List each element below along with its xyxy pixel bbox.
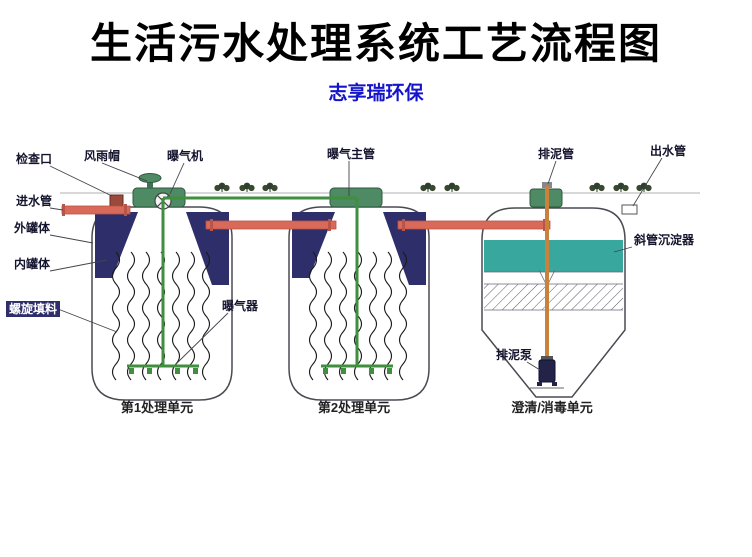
plant-icon — [238, 182, 256, 193]
air-diffuser — [369, 368, 374, 374]
sludge-pump-body — [538, 359, 556, 383]
tank-2 — [288, 206, 430, 401]
pipe-flange — [62, 204, 65, 216]
settler-leader — [613, 246, 633, 253]
air-diffuser — [193, 368, 198, 374]
pipe-flange — [543, 219, 546, 231]
brand-subtitle: 志享瑞环保 — [328, 83, 424, 105]
label-unit-1: 第1处理单元 — [121, 400, 193, 415]
pump-flange — [541, 356, 553, 362]
air-diffuser — [175, 368, 180, 374]
leader-lines — [49, 157, 663, 371]
tank-2-inner-wall-right — [383, 212, 426, 285]
tank-1-inner-wall-left — [95, 212, 138, 278]
tank-1-inner-wall-right — [186, 212, 229, 285]
rain-cap-leader — [101, 162, 148, 182]
water-pipes — [61, 204, 551, 231]
aerator-leader — [169, 162, 185, 195]
label-rain-cap: 风雨帽 — [84, 148, 120, 163]
tank-3 — [481, 204, 638, 398]
label-unit-2: 第2处理单元 — [318, 400, 390, 415]
process-diagram: 检查口 风雨帽 曝气机 曝气主管 排泥管 出水管 进水管 外罐体 内罐体 螺旋填… — [6, 143, 700, 415]
plants — [213, 182, 653, 193]
label-sludge-pump: 排泥泵 — [496, 347, 532, 362]
pipe-flange — [210, 219, 213, 231]
label-inlet-pipe: 进水管 — [16, 193, 52, 208]
label-air-diffuser: 曝气器 — [222, 298, 259, 313]
pump-foot — [552, 382, 557, 386]
label-inspection-port: 检查口 — [16, 151, 52, 166]
air-diffuser — [387, 368, 392, 374]
label-spiral-packing: 螺旋填料 — [9, 301, 57, 316]
sludge-system — [530, 182, 564, 389]
aeration-pipes — [127, 196, 393, 374]
transfer-pipe-1 — [205, 220, 337, 230]
plant-icon — [261, 182, 279, 193]
inclined-tube-settler-band — [484, 284, 623, 310]
page-title: 生活污水处理系统工艺流程图 — [89, 22, 662, 68]
sludge-pipe-leader — [547, 160, 557, 185]
settler-water-band — [484, 240, 623, 272]
transfer-pipe-2 — [397, 220, 551, 230]
plant-icon — [588, 182, 606, 193]
sludge-pump-leader — [526, 361, 541, 371]
inspection-port-leader — [49, 165, 113, 197]
label-outer-tank: 外罐体 — [14, 220, 51, 235]
tank-2-body — [288, 206, 430, 401]
roof-equipment — [109, 173, 563, 210]
inlet-pipe — [61, 205, 131, 215]
label-inclined-tube-settler: 斜管沉淀器 — [633, 232, 695, 247]
outlet-stub — [621, 204, 638, 215]
plant-icon — [213, 182, 231, 193]
sludge-pipe-cap — [542, 182, 552, 188]
label-aerator: 曝气机 — [167, 148, 203, 163]
plant-icon — [612, 182, 630, 193]
labels: 检查口 风雨帽 曝气机 曝气主管 排泥管 出水管 进水管 外罐体 内罐体 螺旋填… — [6, 143, 695, 415]
plant-icon — [443, 182, 461, 193]
label-outlet-pipe: 出水管 — [650, 143, 686, 158]
pipe-flange — [402, 219, 405, 231]
air-diffuser — [341, 368, 346, 374]
air-diffuser — [147, 368, 152, 374]
label-sludge-pipe: 排泥管 — [538, 146, 574, 161]
air-diffuser-leader — [175, 312, 229, 365]
air-diffuser — [129, 368, 134, 374]
outlet-pipe-leader — [632, 157, 663, 207]
label-unit-3: 澄清/消毒单元 — [511, 400, 593, 415]
inlet-pipe-leader — [49, 207, 64, 211]
label-aeration-main-pipe: 曝气主管 — [327, 146, 375, 161]
pipe-flange — [124, 204, 127, 216]
air-diffuser — [323, 368, 328, 374]
spiral-packing-leader — [57, 308, 118, 333]
pipe-flange — [328, 219, 331, 231]
rain-cap — [138, 173, 162, 183]
pump-foot — [537, 382, 542, 386]
plant-icon — [419, 182, 437, 193]
label-inner-tank: 内罐体 — [14, 256, 51, 271]
inner-tank-leader — [49, 259, 108, 272]
inspection-port-stub — [109, 194, 124, 207]
spiral-packing-label-bg — [6, 301, 60, 317]
outer-tank-leader — [49, 234, 94, 244]
